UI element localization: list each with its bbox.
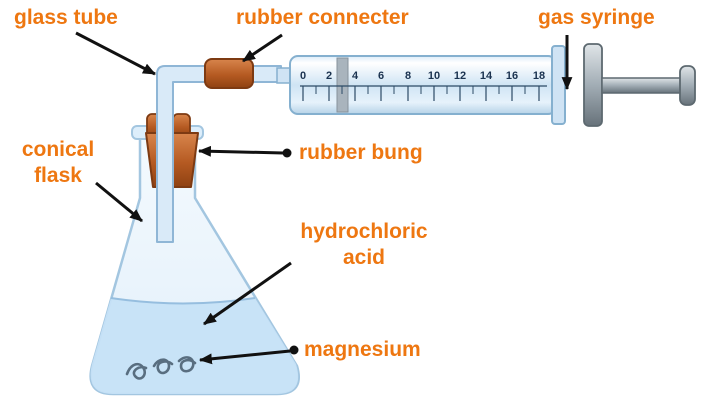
syringe-scale: 0 2 4 6 8 10 12 14 16 18 — [300, 70, 547, 101]
syringe-scale-number: 0 — [300, 70, 306, 82]
label-magnesium: magnesium — [304, 338, 421, 361]
conical-flask-arrow — [95, 181, 143, 223]
magnesium-arrow-dot — [289, 345, 299, 355]
conical-flask — [89, 125, 300, 396]
label-gas-syringe: gas syringe — [538, 6, 655, 29]
glass-tube-arrow — [75, 31, 156, 76]
syringe-scale-number: 6 — [378, 70, 384, 82]
label-glass-tube: glass tube — [14, 6, 118, 29]
syringe-scale-number: 10 — [428, 70, 440, 82]
label-hydrochloric-acid-line1: hydrochloric — [300, 220, 428, 243]
plunger-end-cap — [679, 65, 696, 106]
label-rubber-connecter: rubber connecter — [236, 6, 409, 29]
rubber-connector — [204, 58, 254, 89]
syringe-scale-number: 4 — [352, 70, 359, 82]
magnesium-ribbon — [125, 356, 197, 380]
syringe-scale-number: 18 — [533, 70, 545, 82]
rubber-bung-arrow — [197, 145, 284, 157]
syringe-flange — [551, 45, 566, 125]
syringe-scale-number: 2 — [326, 70, 332, 82]
magnesium-arrow — [198, 349, 291, 365]
label-conical-flask-line2: flask — [34, 164, 82, 187]
syringe-barrel — [289, 55, 557, 115]
syringe-scale-number: 14 — [480, 70, 493, 82]
label-conical-flask: conical flask — [8, 137, 108, 189]
label-conical-flask-line1: conical — [21, 138, 95, 161]
syringe-scale-ticks — [302, 86, 540, 101]
plunger-rod — [601, 77, 683, 94]
label-hydrochloric-acid-line2: acid — [342, 246, 386, 269]
label-rubber-bung: rubber bung — [299, 141, 423, 164]
hydrochloric-acid-liquid — [90, 298, 299, 394]
syringe-scale-number: 8 — [405, 70, 411, 82]
gas-syringe: 0 2 4 6 8 10 12 14 16 18 — [276, 43, 696, 127]
rubber-bung-arrow-dot — [282, 148, 292, 158]
rubber-connecter-arrow — [242, 33, 283, 63]
syringe-scale-number: 16 — [506, 70, 518, 82]
plunger-handle-disc — [583, 43, 603, 127]
syringe-scale-number: 12 — [454, 70, 466, 82]
annotation-arrows — [75, 31, 573, 365]
label-hydrochloric-acid: hydrochloric acid — [286, 219, 442, 271]
syringe-plunger-seal — [336, 57, 349, 113]
hydrochloric-acid-arrow — [203, 261, 292, 326]
